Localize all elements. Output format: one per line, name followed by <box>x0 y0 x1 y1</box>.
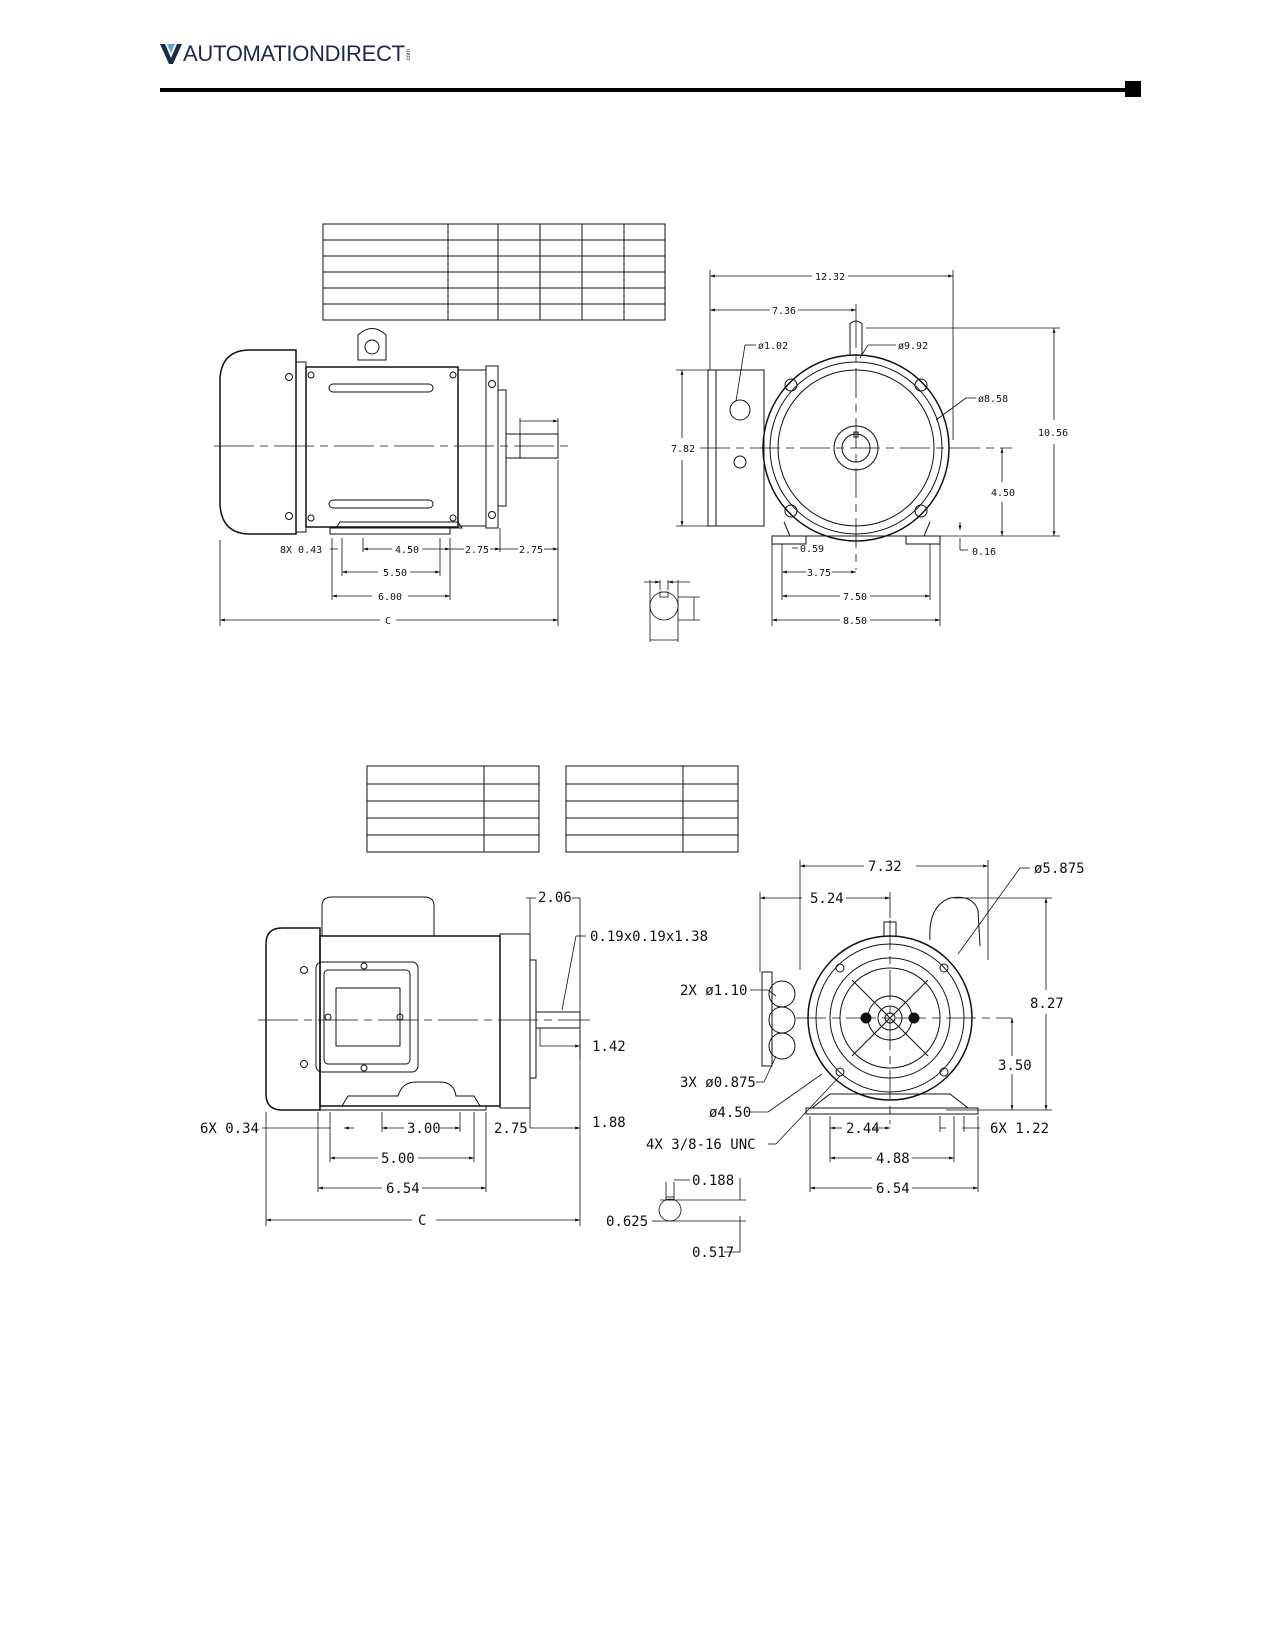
d2-end-654-label: 6.54 <box>876 1181 910 1197</box>
d2-end-732-label: 7.32 <box>868 859 902 875</box>
d1-end-dia858-label: ø8.58 <box>978 394 1008 405</box>
d2-end-thread-label: 4X 3/8-16 UNC <box>646 1137 756 1153</box>
d1-holes-label: 8X 0.43 <box>280 545 322 556</box>
drawing1-end-view <box>700 318 1012 570</box>
d2-side-500-label: 5.00 <box>381 1151 415 1167</box>
d1-end-450-label: 4.50 <box>991 488 1015 499</box>
d2-end-488-label: 4.88 <box>876 1151 910 1167</box>
drawing2-spec-table-left <box>366 765 540 853</box>
drawing2-end-view <box>761 896 1012 1124</box>
d1-side-275b-label: 2.75 <box>519 545 543 556</box>
d1-side-600-label: 6.00 <box>378 592 402 603</box>
d2-end-dia0875-label: 3X ø0.875 <box>680 1075 756 1091</box>
header-rule-block <box>1125 81 1141 97</box>
header-rule <box>160 88 1125 92</box>
d1-side-450-label: 4.50 <box>395 545 419 556</box>
d1-end-016-label: 0.16 <box>972 547 996 558</box>
brand-v-icon <box>160 44 182 64</box>
d2-side-142-label: 1.42 <box>592 1039 626 1055</box>
d2-side-654-label: 6.54 <box>386 1181 420 1197</box>
d2-side-275-label: 2.75 <box>494 1121 528 1137</box>
brand-name: AUTOMATIONDIRECT <box>183 41 405 66</box>
d2-end-350-label: 3.50 <box>998 1058 1032 1074</box>
d1-end-1232-label: 12.32 <box>815 272 845 283</box>
d1-end-1056-label: 10.56 <box>1038 428 1068 439</box>
d1-end-750-label: 7.50 <box>843 592 867 603</box>
d2-end-holes-label: 6X 1.22 <box>990 1121 1049 1137</box>
d1-end-375-label: 3.75 <box>807 568 831 579</box>
d2-end-244-label: 2.44 <box>846 1121 880 1137</box>
d2-end-dia110-label: 2X ø1.10 <box>680 983 747 999</box>
d1-end-782-label: 7.82 <box>671 444 695 455</box>
drawing1-side-view <box>214 328 570 535</box>
d1-side-c-label: C <box>385 616 391 627</box>
drawing1-spec-table <box>322 223 666 321</box>
d2-shaft-0625-label: 0.625 <box>606 1214 648 1230</box>
d1-end-059-label: 0.59 <box>800 544 824 555</box>
drawing1-shaft-detail <box>644 580 700 642</box>
d2-side-key-label: 0.19x0.19x1.38 <box>590 929 708 945</box>
d2-side-188-label: 1.88 <box>592 1115 626 1131</box>
d1-side-275a-label: 2.75 <box>465 545 489 556</box>
d2-shaft-0188-label: 0.188 <box>692 1173 734 1189</box>
d2-end-dia5875-label: ø5.875 <box>1034 861 1085 877</box>
drawing2-spec-table-right <box>565 765 739 853</box>
drawing1-end-dims <box>676 270 1060 626</box>
d2-shaft-0517-label: 0.517 <box>692 1245 734 1261</box>
brand-logo: AUTOMATIONDIRECT .com <box>160 38 412 70</box>
d1-end-dia992-label: ø9.92 <box>898 341 928 352</box>
d1-side-550-label: 5.50 <box>383 568 407 579</box>
d2-side-c-label: C <box>418 1213 426 1229</box>
d1-end-850-label: 8.50 <box>843 616 867 627</box>
drawing2-shaft-detail <box>652 1178 746 1253</box>
drawing2-side-dims <box>262 897 586 1226</box>
drawing2-side-view <box>258 896 590 1111</box>
d2-side-206-label: 2.06 <box>538 890 572 906</box>
d2-side-300-label: 3.00 <box>407 1121 441 1137</box>
d2-end-524-label: 5.24 <box>810 891 844 907</box>
d2-side-holes-label: 6X 0.34 <box>200 1121 259 1137</box>
drawing1-side-dims <box>219 418 559 626</box>
d1-end-dia102-label: ø1.02 <box>758 341 788 352</box>
d2-end-827-label: 8.27 <box>1030 996 1064 1012</box>
d1-end-736-label: 7.36 <box>772 306 796 317</box>
drawing2-end-dims <box>750 860 1052 1192</box>
d2-end-dia450-label: ø4.50 <box>709 1105 751 1121</box>
